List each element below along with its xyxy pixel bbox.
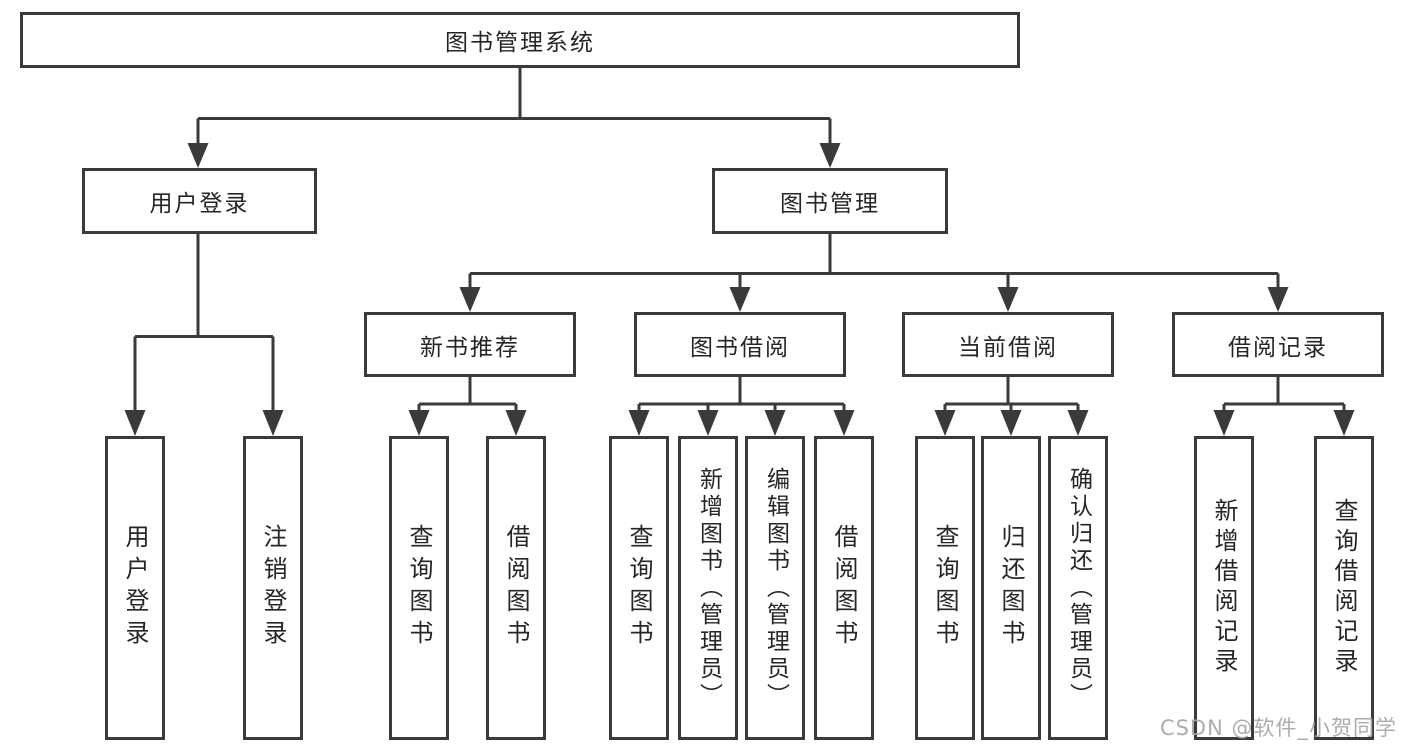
node-leaf-add-borrow-record: 新增借阅记录 bbox=[1194, 436, 1254, 740]
node-root-system: 图书管理系统 bbox=[20, 12, 1020, 68]
connector-paths bbox=[133, 68, 1346, 412]
leaf-label: 编辑图书（管理员） bbox=[762, 466, 789, 710]
leaf-label: 注销登录 bbox=[259, 524, 287, 652]
leaf-label: 归还图书 bbox=[997, 524, 1025, 652]
node-book-borrowing: 图书借阅 bbox=[634, 312, 846, 377]
node-leaf-confirm-return-admin: 确认归还（管理员） bbox=[1048, 436, 1108, 740]
leaf-label: 确认归还（管理员） bbox=[1065, 466, 1092, 710]
node-book-management-module: 图书管理 bbox=[712, 168, 948, 234]
leaf-label: 新增图书（管理员） bbox=[695, 466, 722, 710]
node-leaf-query-borrow-record: 查询借阅记录 bbox=[1314, 436, 1374, 740]
node-leaf-edit-books-admin: 编辑图书（管理员） bbox=[745, 436, 805, 740]
leaf-label: 查询图书 bbox=[625, 524, 653, 652]
node-leaf-query-books-recommend: 查询图书 bbox=[389, 436, 449, 740]
node-leaf-query-books-borrowing: 查询图书 bbox=[609, 436, 669, 740]
leaf-label: 查询图书 bbox=[405, 524, 433, 652]
node-leaf-logout: 注销登录 bbox=[243, 436, 303, 740]
node-leaf-user-login: 用户登录 bbox=[105, 436, 165, 740]
node-user-login-module: 用户登录 bbox=[82, 168, 317, 234]
node-leaf-return-books: 归还图书 bbox=[981, 436, 1041, 740]
node-leaf-borrow-books-recommend: 借阅图书 bbox=[486, 436, 546, 740]
leaf-label: 新增借阅记录 bbox=[1210, 498, 1238, 678]
leaf-label: 用户登录 bbox=[121, 524, 149, 652]
leaf-label: 查询图书 bbox=[931, 524, 959, 652]
leaf-label: 查询借阅记录 bbox=[1330, 498, 1358, 678]
leaf-label: 借阅图书 bbox=[502, 524, 530, 652]
node-borrowing-records: 借阅记录 bbox=[1172, 312, 1384, 377]
node-new-book-recommend: 新书推荐 bbox=[364, 312, 576, 377]
node-leaf-borrow-books: 借阅图书 bbox=[814, 436, 874, 740]
leaf-label: 借阅图书 bbox=[830, 524, 858, 652]
node-current-borrowing: 当前借阅 bbox=[902, 312, 1114, 377]
node-leaf-query-books-current: 查询图书 bbox=[915, 436, 975, 740]
arrowheads bbox=[124, 143, 1355, 436]
csdn-watermark: CSDN @软件_小贺同学 bbox=[1159, 716, 1397, 740]
node-leaf-add-books-admin: 新增图书（管理员） bbox=[678, 436, 738, 740]
